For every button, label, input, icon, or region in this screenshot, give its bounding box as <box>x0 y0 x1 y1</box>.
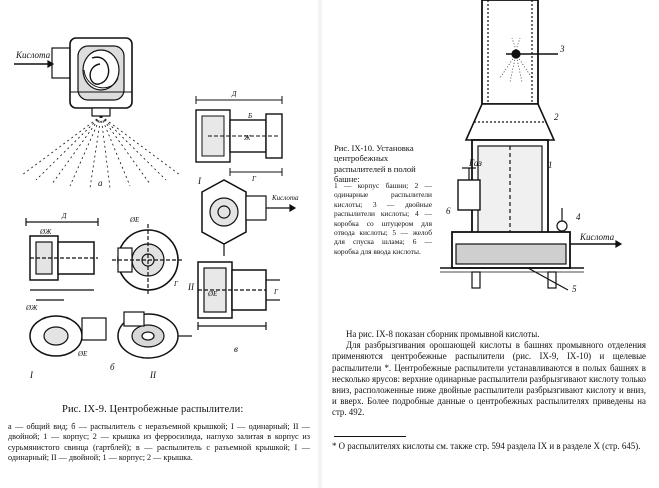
tower-assembly <box>440 0 623 291</box>
page-gutter <box>318 0 322 488</box>
callout-4: 4 <box>576 212 581 222</box>
figure-c-double-view <box>197 261 280 330</box>
figure-b-label: б <box>110 362 115 372</box>
fig-c-dim-g: Г <box>251 175 257 183</box>
figure-c-label: в <box>234 344 238 354</box>
fig-c-acid-label: Кислота <box>271 194 299 202</box>
right-page: Газ Кислота 1 2 3 4 5 6 Рис. IX-10. Уста… <box>322 0 659 488</box>
fig-b-part-i: I <box>29 370 34 380</box>
callout-6: 6 <box>446 206 451 216</box>
callout-1: 1 <box>548 160 553 170</box>
body-paragraph-1: На рис. IX-8 показан сборник промывной к… <box>346 329 540 339</box>
figure-c-section-top <box>195 96 283 176</box>
body-text: На рис. IX-8 показан сборник промывной к… <box>332 329 646 419</box>
fig-b-dim-d: Д <box>61 212 67 220</box>
figure-a-acid-label: Кислота <box>15 50 51 60</box>
figure-10-caption-title: Рис. IX-10. Установка центробежных распы… <box>334 143 416 185</box>
figure-9-caption-body: а — общий вид; б — распылитель с неразъе… <box>8 422 310 463</box>
figure-b-part-ii-perspective <box>117 311 192 359</box>
fig-b-dim-e2: ØЕ <box>77 350 88 358</box>
fig-b-dim-zh: ØЖ <box>39 228 52 236</box>
figure-c-hex-view <box>201 179 297 256</box>
figure-b-part-i-perspective <box>29 299 107 357</box>
callout-5: 5 <box>572 284 577 294</box>
figure-b-part-i-side <box>25 218 99 291</box>
fig-c-dim-d: Д <box>231 90 237 98</box>
callout-2: 2 <box>554 112 559 122</box>
figure-a-label: а <box>98 178 103 188</box>
figure-10-legend: 1 — корпус башни; 2 — одинарные распылит… <box>334 181 432 256</box>
figure-ix-10-drawing: Газ Кислота 1 2 3 4 5 6 <box>440 0 623 294</box>
body-paragraph-2: Для разбрызгивания орошающей кислоты в б… <box>332 340 646 418</box>
footnote: О распылителях кислоты см. также стр. 59… <box>332 441 646 452</box>
fig-c-dim-zh: Ж <box>243 134 251 142</box>
figure-9-caption-title: Рис. IX-9. Центробежные распылители: <box>62 404 244 415</box>
footnote-rule <box>334 436 406 437</box>
fig-b-part-ii: II <box>149 370 157 380</box>
fig-c-dim-b: Б <box>247 112 252 120</box>
fig-c-dim-e: ØЕ <box>207 290 218 298</box>
fig-b-dim-zh2: ØЖ <box>25 304 38 312</box>
callout-3: 3 <box>559 44 565 54</box>
fig-b-dim-g: Г <box>173 280 179 288</box>
fig-b-dim-e: ØЕ <box>129 216 140 224</box>
fig-c-part-i: I <box>197 176 202 186</box>
fig-c-dim-g2: Г <box>273 288 279 296</box>
figure-a-nozzle <box>14 37 181 189</box>
fig-c-part-ii: II <box>187 282 195 292</box>
figure-b-round-view <box>112 224 184 296</box>
left-page: Кислота а Д Б Ж Г <box>0 0 318 488</box>
acid-outlet-label: Кислота <box>579 232 615 242</box>
figure-ix-9-drawings: Кислота а Д Б Ж Г <box>14 37 299 380</box>
gas-label: Газ <box>468 158 482 168</box>
